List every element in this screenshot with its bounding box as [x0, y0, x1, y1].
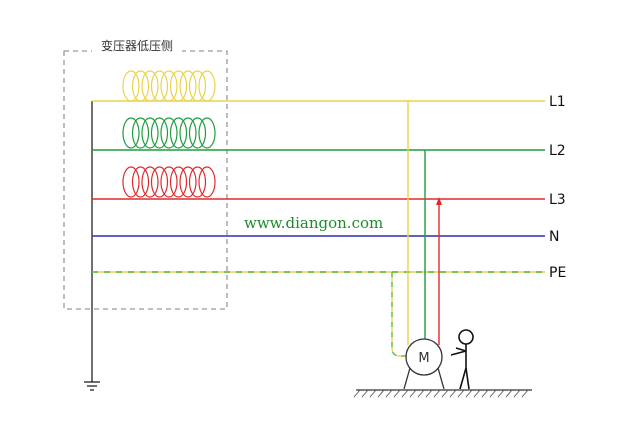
coil-turn [122, 166, 140, 198]
label-l1: L1 [549, 94, 566, 110]
coil-turn [150, 166, 169, 198]
transformer-title: 变压器低压侧 [101, 38, 173, 53]
coil-turn [188, 70, 207, 102]
coil-turn [188, 166, 207, 198]
coil-turn [141, 70, 159, 102]
coil-l2 [122, 117, 216, 149]
coil-turn [198, 70, 216, 102]
coil-turn [122, 70, 140, 102]
coil-turn [141, 117, 159, 149]
coil-turn [131, 166, 150, 198]
label-l2: L2 [549, 143, 566, 159]
motor-icon [403, 338, 445, 390]
person-figure-icon [450, 329, 474, 390]
label-l3: L3 [549, 192, 566, 208]
coil-turn [122, 117, 140, 149]
coil-turn [169, 70, 188, 102]
coil-turn [141, 166, 159, 198]
motor-label: M [418, 351, 429, 366]
coil-turn [179, 70, 197, 102]
coil-turn [131, 117, 150, 149]
label-pe: PE [549, 265, 566, 281]
coil-turn [150, 117, 169, 149]
coil-turn [150, 70, 169, 102]
coil-turn [160, 117, 178, 149]
coil-l3 [122, 166, 216, 198]
drop-pe [391, 272, 410, 357]
coil-turn [179, 117, 197, 149]
coil-turn [169, 117, 188, 149]
coil-turn [131, 70, 150, 102]
coil-turn [160, 70, 178, 102]
coil-turn [169, 166, 188, 198]
arrow-l3 [436, 197, 442, 205]
label-n: N [549, 229, 559, 245]
coil-turn [198, 117, 216, 149]
coil-turn [198, 166, 216, 198]
coil-turn [179, 166, 197, 198]
ground-base [353, 389, 532, 398]
coil-turn [188, 117, 207, 149]
coil-l1 [122, 70, 216, 102]
coil-turn [160, 166, 178, 198]
transformer-box [63, 50, 228, 310]
watermark-text: www.diangon.com [244, 214, 383, 232]
ground-icon [84, 381, 100, 391]
